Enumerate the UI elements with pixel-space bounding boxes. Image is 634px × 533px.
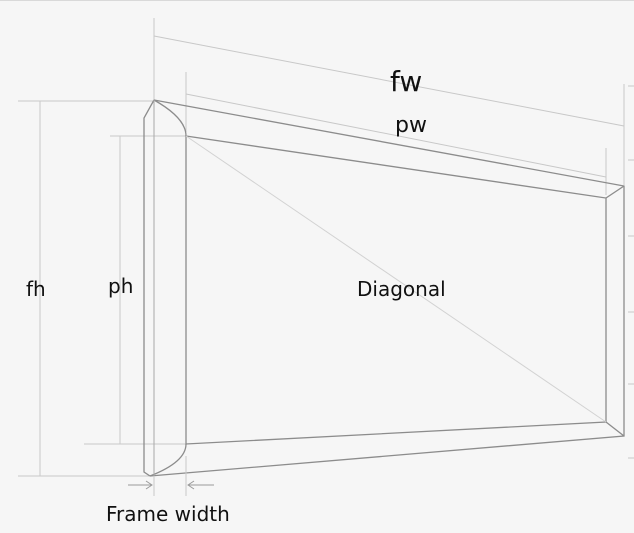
pw-label: pw	[395, 113, 427, 138]
diagonal-line	[185, 135, 607, 423]
ph-label: ph	[108, 274, 133, 298]
ph-dimension	[84, 135, 186, 445]
pw-dimension	[185, 72, 607, 195]
frame-width-arrows	[128, 456, 214, 496]
fw-label: fw	[390, 65, 422, 98]
fw-dimension	[153, 18, 625, 185]
fh-label: fh	[26, 277, 46, 301]
fh-dimension	[18, 100, 154, 477]
tv-panel	[185, 135, 607, 445]
frame-width-label: Frame width	[106, 502, 230, 526]
diagonal-label: Diagonal	[357, 277, 446, 301]
right-ruler-ticks	[628, 85, 634, 459]
tv-frame	[143, 99, 625, 477]
